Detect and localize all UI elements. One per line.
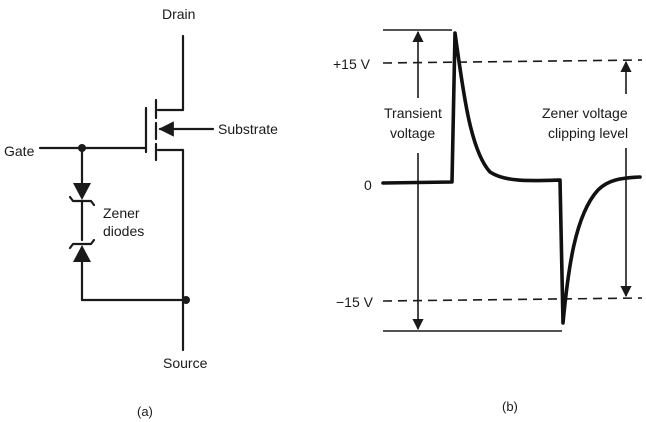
zener-diode-lower [73,245,91,262]
minus-15v-label: −15 V [336,294,374,310]
minus-15v-level-line [382,297,643,302]
zener-label-line1: Zener [103,205,140,221]
waveform-diagram: +15 V 0 −15 V Transient voltage Zener vo… [333,29,643,414]
gate-label: Gate [4,143,35,159]
plus-15v-level-line [382,59,643,64]
source-label: Source [163,355,208,371]
transient-waveform [381,31,642,325]
caption-b: (b) [502,399,518,414]
caption-a: (a) [137,404,153,419]
source-junction-dot [182,296,190,304]
transient-label-line1: Transient [384,105,442,121]
clip-label-line1: Zener voltage [542,105,628,121]
clip-label-line2: clipping level [548,125,628,141]
zener-label-line2: diodes [103,223,144,239]
plus-15v-label: +15 V [333,56,371,72]
gate-junction-dot [78,144,86,152]
transient-label-line2: voltage [390,125,435,141]
zener-diode-lower-bar [68,238,96,250]
substrate-label: Substrate [218,121,278,137]
zener-diode-upper [73,183,91,200]
circuit-diagram: Drain Gate Substrate Zener diodes Source… [4,6,278,419]
zero-label: 0 [364,177,372,193]
drain-label: Drain [162,6,195,22]
